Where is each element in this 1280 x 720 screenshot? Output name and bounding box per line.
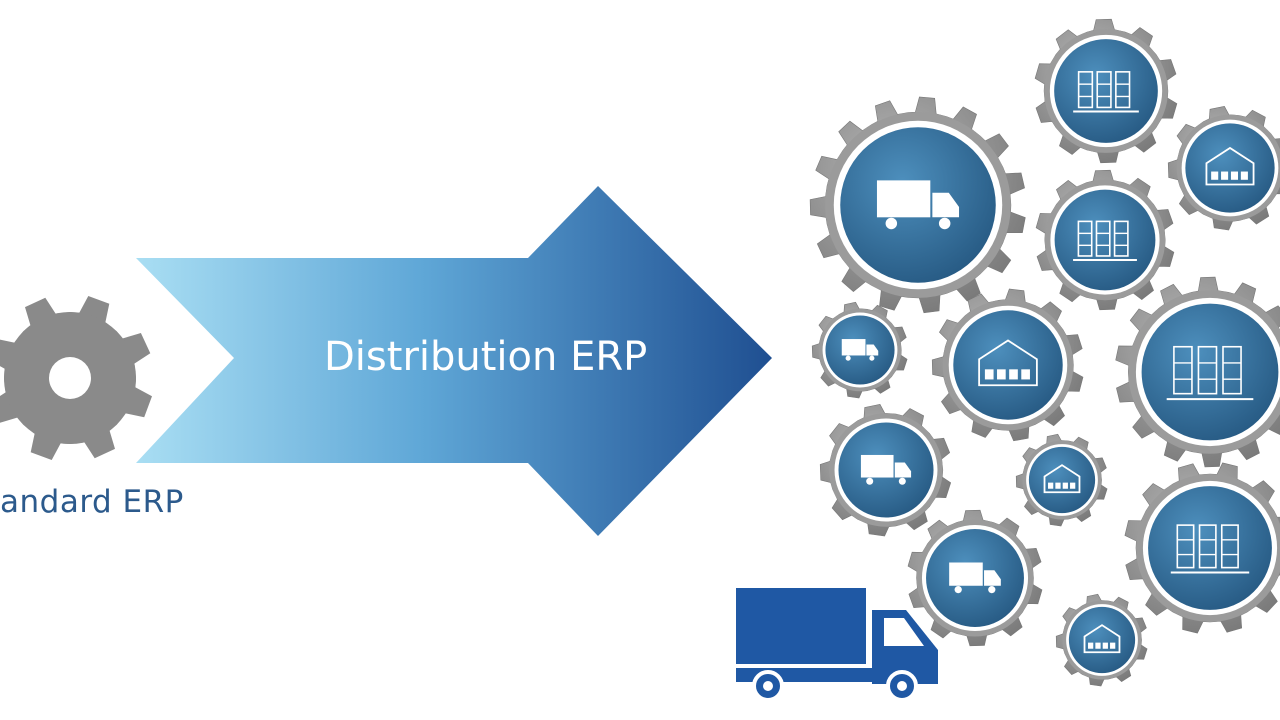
- hand-truck-icon: [1043, 464, 1081, 494]
- process-gear-cluster: [809, 18, 1280, 687]
- process-gear-stocked-racks: [811, 301, 908, 399]
- process-gear-shelving-warehouse: [1034, 18, 1178, 164]
- process-gear-delivery-truck-large: [1115, 276, 1280, 468]
- boxes-on-pallet-icon: [876, 180, 960, 230]
- inventory-rack-icon: [949, 562, 1001, 594]
- process-gear-loading-dock: [1167, 105, 1280, 231]
- pallet-rack-icon: [841, 339, 879, 361]
- process-gear-hand-truck: [1015, 433, 1108, 527]
- warehouse-shelves-icon: [1073, 71, 1139, 113]
- process-gear-bulk-storage: [1124, 462, 1280, 634]
- process-gear-inventory-racks: [907, 509, 1043, 647]
- process-gear-truck-fleet: [819, 403, 952, 537]
- trolley-icon: [1083, 624, 1121, 654]
- warehouse-icon: [978, 339, 1038, 387]
- process-gear-warehouse-building: [931, 288, 1084, 442]
- process-gear-forklift-loading: [1035, 169, 1175, 311]
- process-gear-goods-on-pallet: [809, 96, 1026, 314]
- fleet-icon: [860, 454, 912, 485]
- delivery-truck-icon: [736, 588, 938, 702]
- truck-icon: [1166, 345, 1254, 401]
- transition-arrow: [136, 186, 772, 536]
- forklift-icon: [1073, 220, 1137, 261]
- loading-dock-icon: [1205, 146, 1255, 186]
- distribution-erp-label: Distribution ERP: [324, 334, 648, 380]
- standard-erp-label: andard ERP: [0, 484, 184, 520]
- gear-icon: [0, 296, 152, 460]
- bulk-storage-icon: [1170, 524, 1250, 574]
- process-gear-dispatch-trolley: [1055, 593, 1148, 687]
